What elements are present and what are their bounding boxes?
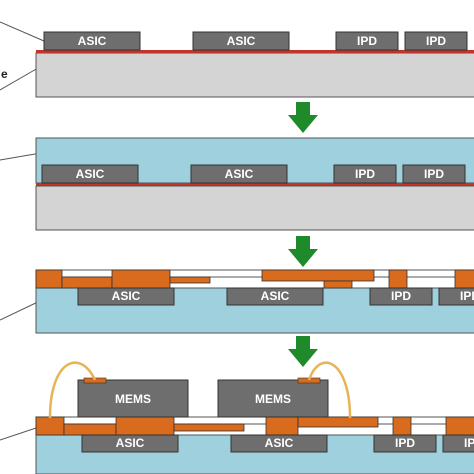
- substrate: [35, 52, 474, 98]
- chip-ipd: IPD: [438, 287, 474, 306]
- chip-asic: ASIC: [41, 164, 139, 184]
- adhesive-layer: [36, 50, 474, 53]
- chip-label: IPD: [460, 289, 474, 303]
- chip-label: ASIC: [225, 167, 254, 181]
- leader-lines: [0, 21, 71, 441]
- stage-4: ASIC ASIC IPD IPD MEMS MEMS: [35, 361, 474, 474]
- chip-label: IPD: [424, 167, 444, 181]
- chip-ipd: IPD: [335, 31, 399, 51]
- chip-label: ASIC: [78, 34, 107, 48]
- chip-asic: ASIC: [43, 31, 141, 51]
- mems-die: MEMS: [217, 377, 329, 418]
- down-arrow-icon: [288, 236, 318, 267]
- chip-asic: ASIC: [230, 434, 328, 453]
- chip-asic: ASIC: [192, 31, 290, 51]
- chip-label: IPD: [355, 167, 375, 181]
- chip-label: ASIC: [76, 167, 105, 181]
- chip-asic: ASIC: [81, 434, 179, 453]
- chip-ipd: IPD: [404, 31, 468, 51]
- down-arrow-icon: [288, 336, 318, 367]
- chip-ipd: IPD: [333, 164, 397, 184]
- chip-label: ASIC: [227, 34, 256, 48]
- stage-3: ASIC ASIC IPD IPD: [35, 269, 474, 334]
- adhesive-layer: [36, 183, 474, 186]
- stage-2: ASIC ASIC IPD IPD: [35, 137, 474, 231]
- leader-line: [0, 67, 39, 91]
- redistribution-layer: [35, 269, 474, 289]
- redistribution-layer: [35, 416, 474, 436]
- mems-label: MEMS: [255, 392, 291, 406]
- chip-label: IPD: [357, 34, 377, 48]
- substrate: [35, 185, 474, 231]
- chip-label: ASIC: [112, 289, 141, 303]
- mems-die: MEMS: [77, 377, 189, 418]
- chip-asic: ASIC: [190, 164, 288, 184]
- chip-asic: ASIC: [77, 287, 175, 306]
- leader-line: [0, 21, 45, 42]
- chip-label: IPD: [426, 34, 446, 48]
- chip-ipd: IPD: [373, 434, 437, 453]
- chip-ipd: IPD: [369, 287, 433, 306]
- cut-off-label: e: [1, 67, 8, 81]
- mems-label: MEMS: [115, 392, 151, 406]
- leader-line: [0, 299, 43, 321]
- chip-ipd: IPD: [442, 434, 474, 453]
- chip-label: ASIC: [265, 436, 294, 450]
- bond-wire: [307, 361, 352, 419]
- chip-label: ASIC: [261, 289, 290, 303]
- down-arrow-icon: [288, 102, 318, 133]
- chip-ipd: IPD: [402, 164, 466, 184]
- stage-1: ASIC ASIC IPD IPD: [35, 31, 474, 98]
- chip-label: IPD: [395, 436, 415, 450]
- chip-asic: ASIC: [226, 287, 324, 306]
- bond-wire: [48, 361, 97, 419]
- chip-label: ASIC: [116, 436, 145, 450]
- chip-label: IPD: [464, 436, 474, 450]
- chip-label: IPD: [391, 289, 411, 303]
